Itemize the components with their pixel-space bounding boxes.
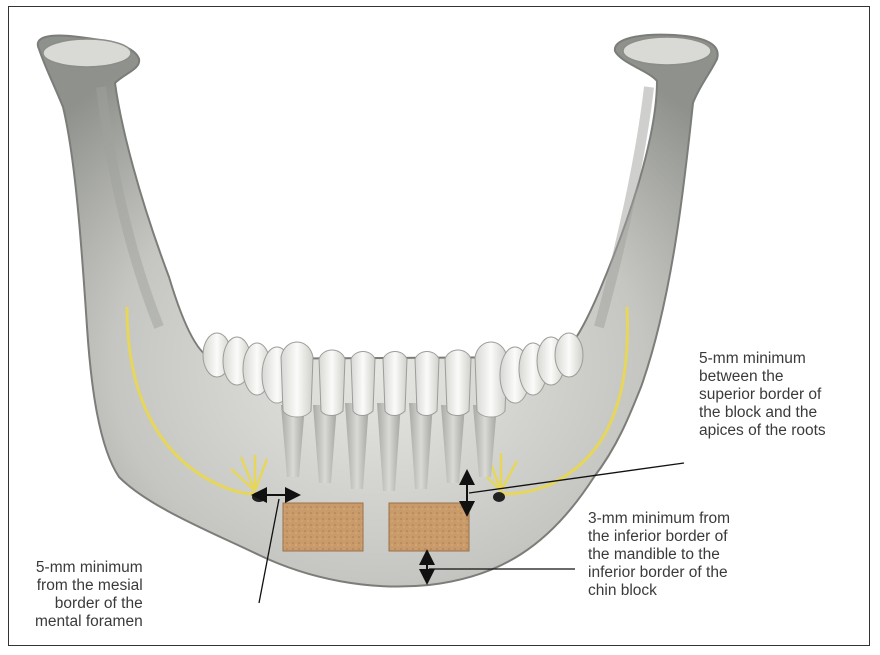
right-condyle [623,37,711,65]
left-condyle [43,39,131,67]
right-mental-foramen [493,492,505,502]
mandible-bone [38,35,718,587]
mandible-illustration [9,7,870,646]
right-chin-block [389,503,469,551]
left-chin-block [283,503,363,551]
superior-border-annotation: 5-mm minimum between the superior border… [699,350,826,440]
illustration-frame: 5-mm minimum between the superior border… [8,6,870,646]
left-mental-foramen [252,492,266,502]
inferior-border-annotation: 3-mm minimum from the inferior border of… [588,510,730,600]
mental-foramen-annotation: 5-mm minimum from the mesial border of t… [35,559,143,631]
